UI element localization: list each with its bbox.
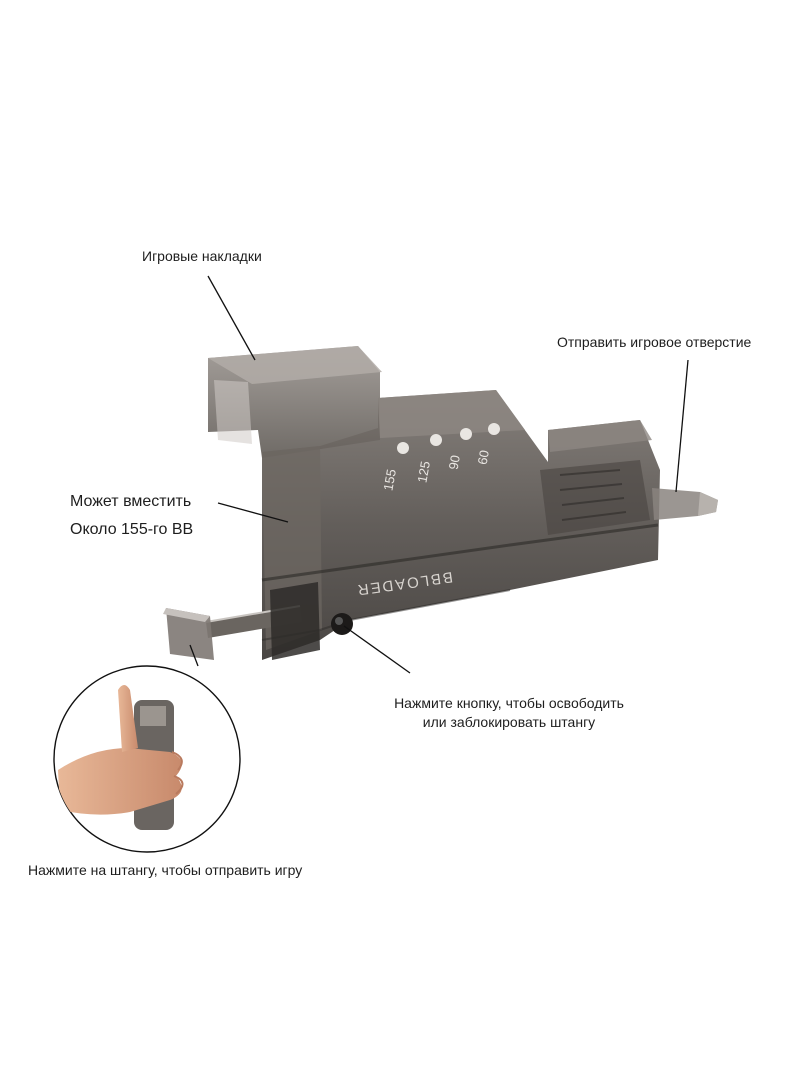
label-capacity-line1: Может вместить: [70, 493, 192, 510]
leader-rod: [189, 644, 199, 667]
label-press-rod: Нажмите на штангу, чтобы отправить игру: [28, 862, 303, 878]
label-button-line1: Нажмите кнопку, чтобы освободить: [394, 695, 624, 711]
capacity-mark-125: 125: [414, 460, 433, 484]
capacity-mark-60: 60: [475, 449, 492, 466]
label-send-game-hole: Отправить игровое отверстие: [557, 334, 752, 350]
leader-send-hole: [675, 359, 689, 493]
capacity-marks: 155 125 90 60: [380, 423, 500, 492]
capacity-hole-155: [397, 442, 409, 454]
label-capacity-line2: Около 155-го BB: [70, 521, 194, 538]
capacity-hole-90: [460, 428, 472, 440]
capacity-mark-90: 90: [446, 454, 463, 471]
label-button-line2: или заблокировать штангу: [422, 714, 596, 730]
feed-nozzle: [652, 488, 718, 520]
release-button: [331, 613, 353, 635]
leader-lines: [189, 275, 689, 674]
loader-top-cap: [208, 346, 382, 458]
capacity-hole-125: [430, 434, 442, 446]
capacity-hole-60: [488, 423, 500, 435]
leader-game-covers: [207, 275, 256, 361]
push-rod: [163, 582, 320, 660]
inset-hand: [58, 748, 182, 815]
label-game-covers: Игровые накладки: [142, 248, 262, 264]
capacity-mark-155: 155: [380, 468, 399, 492]
loader-body: [261, 390, 660, 660]
leader-button: [343, 625, 411, 674]
leader-capacity: [217, 502, 289, 523]
hand-inset: [53, 665, 241, 853]
